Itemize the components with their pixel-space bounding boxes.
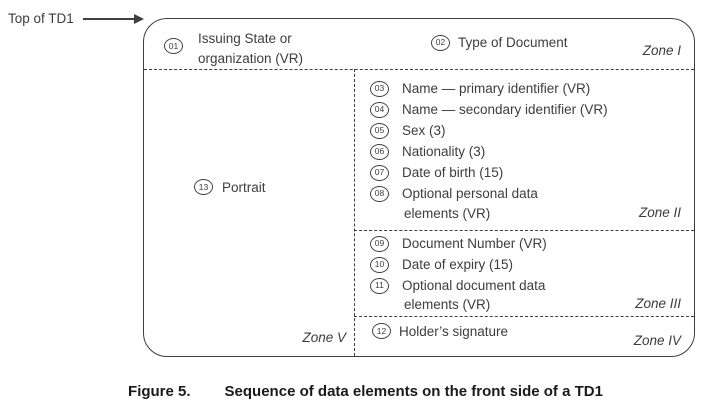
arrow-right-icon [133,13,144,24]
top-of-td1-label: Top of TD1 [8,11,74,26]
item-09-row: 09 Document Number (VR) [354,233,692,254]
item-03-row: 03 Name — primary identifier (VR) [354,78,692,99]
item-07-label: Date of birth (15) [402,165,504,180]
zone-iii-item-list: 09 Document Number (VR) 10 Date of expir… [354,233,692,313]
item-01-issuing-state: 01 Issuing State or organization (VR) [164,29,303,68]
item-13-portrait: 13 Portrait [194,179,266,195]
item-12-number-badge: 12 [372,323,391,339]
item-02-type-of-document: 02 Type of Document [431,34,568,51]
portrait-column-divider [354,69,355,356]
item-08-row: 08 Optional personal data [354,183,692,204]
item-08-label-continuation: elements (VR) [404,206,491,221]
zone-i-label: Zone I [642,43,681,58]
item-10-label: Date of expiry (15) [402,257,514,272]
item-06-number-badge: 06 [370,143,389,160]
item-04-label: Name — secondary identifier (VR) [402,102,608,117]
item-10-row: 10 Date of expiry (15) [354,254,692,275]
item-05-row: 05 Sex (3) [354,120,692,141]
zone2-zone3-divider [354,230,694,231]
figure-caption: Figure 5. Sequence of data elements on th… [0,383,703,400]
item-04-row: 04 Name — secondary identifier (VR) [354,99,692,120]
item-09-label: Document Number (VR) [402,236,547,251]
item-13-label: Portrait [222,179,266,195]
item-12-label: Holder’s signature [399,323,509,339]
item-13-number-badge: 13 [194,179,213,195]
zone-iii-label: Zone III [635,296,681,311]
item-08-label: Optional personal data [402,186,538,201]
zone-v-label: Zone V [302,330,346,345]
item-11-label: Optional document data [402,278,546,293]
item-05-number-badge: 05 [370,122,389,139]
item-09-number-badge: 09 [370,235,389,252]
item-06-row: 06 Nationality (3) [354,141,692,162]
item-04-number-badge: 04 [370,101,389,118]
item-12-holders-signature: 12 Holder’s signature [372,323,508,339]
arrow-line [82,17,135,20]
td1-card-outline: 01 Issuing State or organization (VR) 02… [143,18,695,357]
item-03-label: Name — primary identifier (VR) [402,81,591,96]
item-10-number-badge: 10 [370,256,389,273]
item-01-label-line1: Issuing State or [198,31,292,46]
item-01-label-line2: organization (VR) [198,50,304,66]
item-07-number-badge: 07 [370,164,389,181]
top-of-td1-pointer: Top of TD1 [8,11,144,26]
item-11-label-continuation: elements (VR) [404,297,491,312]
zone-iv-label: Zone IV [633,333,681,348]
item-06-label: Nationality (3) [402,144,486,159]
item-07-row: 07 Date of birth (15) [354,162,692,183]
item-01-label: Issuing State or organization (VR) [198,29,303,68]
item-08-number-badge: 08 [370,185,389,202]
zone3-zone4-divider [354,316,694,317]
item-03-number-badge: 03 [370,80,389,97]
figure-title: Sequence of data elements on the front s… [224,383,603,400]
zone1-bottom-divider [144,69,694,70]
item-02-label: Type of Document [458,35,568,50]
zone-ii-item-list: 03 Name — primary identifier (VR) 04 Nam… [354,78,692,223]
figure-number: Figure 5. [128,383,191,400]
item-11-number-badge: 11 [370,277,389,294]
item-05-label: Sex (3) [402,123,446,138]
item-02-number-badge: 02 [431,34,450,51]
item-11-row: 11 Optional document data [354,275,692,296]
item-01-number-badge: 01 [164,38,183,54]
zone-ii-label: Zone II [638,205,681,220]
